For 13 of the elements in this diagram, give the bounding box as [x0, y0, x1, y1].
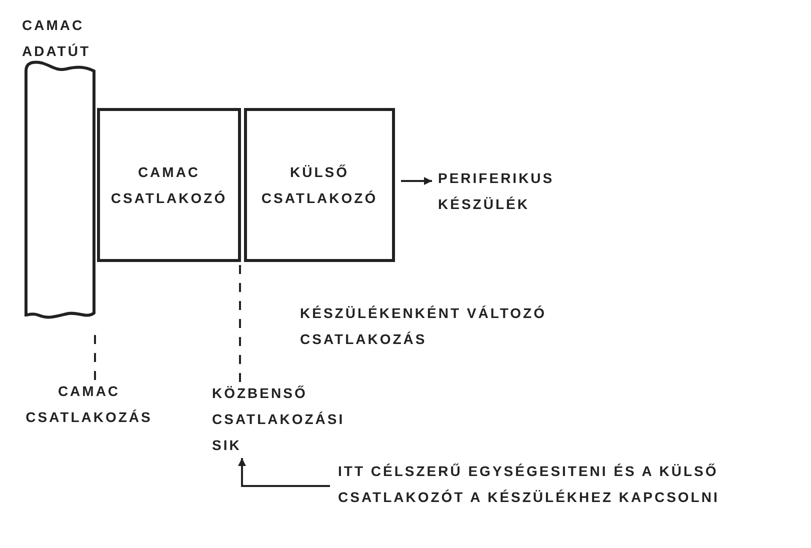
bar-heading: CAMAC ADATÚT — [22, 16, 92, 61]
connector-box — [97, 108, 241, 262]
annotation-text: CAMAC CSATLAKOZÁS — [24, 382, 154, 427]
leader-line — [239, 262, 241, 382]
note-text: KÉSZÜLÉKENKÉNT VÁLTOZÓ CSATLAKOZÁS — [300, 304, 548, 349]
annotation-text: PERIFERIKUS KÉSZÜLÉK — [438, 169, 556, 214]
annotation-text: KÖZBENSŐ CSATLAKOZÁSI SIK — [212, 384, 346, 455]
box-label: KÜLSŐ CSATLAKOZÓ — [260, 163, 379, 208]
box-label: CAMAC CSATLAKOZÓ — [110, 163, 228, 208]
arrow — [238, 458, 330, 487]
connector-box — [244, 108, 395, 262]
arrow — [401, 177, 432, 185]
annotation-text: ITT CÉLSZERŰ EGYSÉGESITENI ÉS A KÜLSŐ CSATLAKOZÓT A KÉSZÜLÉKHEZ KAPCSOLNI — [338, 462, 720, 507]
